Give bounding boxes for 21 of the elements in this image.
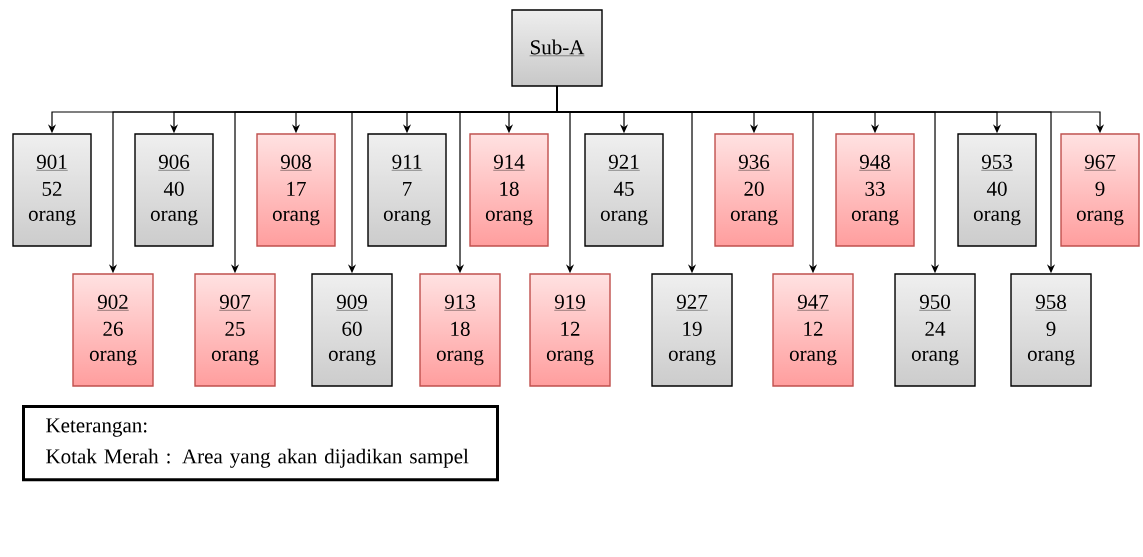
area-box: 958 9 orang <box>1010 273 1092 387</box>
area-box: 908 17 orang <box>256 133 336 247</box>
root-box: Sub-A <box>511 9 603 87</box>
area-box: 914 18 orang <box>469 133 549 247</box>
area-box: 921 45 orang <box>584 133 664 247</box>
area-box: 927 19 orang <box>651 273 733 387</box>
area-box: 950 24 orang <box>894 273 976 387</box>
area-box: 936 20 orang <box>714 133 794 247</box>
area-box: 948 33 orang <box>835 133 915 247</box>
note-box: Keterangan: Kotak Merah : Area yang akan dijadikan sampel <box>22 405 499 482</box>
area-box: 967 9 orang <box>1060 133 1140 247</box>
area-box: 919 12 orang <box>529 273 611 387</box>
area-box: 901 52 orang <box>12 133 92 247</box>
area-box: 907 25 orang <box>194 273 276 387</box>
area-box: 947 12 orang <box>772 273 854 387</box>
area-box: 913 18 orang <box>419 273 501 387</box>
area-box: 906 40 orang <box>134 133 214 247</box>
area-box: 909 60 orang <box>311 273 393 387</box>
area-box: 953 40 orang <box>957 133 1037 247</box>
area-box: 902 26 orang <box>72 273 154 387</box>
area-box: 911 7 orang <box>367 133 447 247</box>
